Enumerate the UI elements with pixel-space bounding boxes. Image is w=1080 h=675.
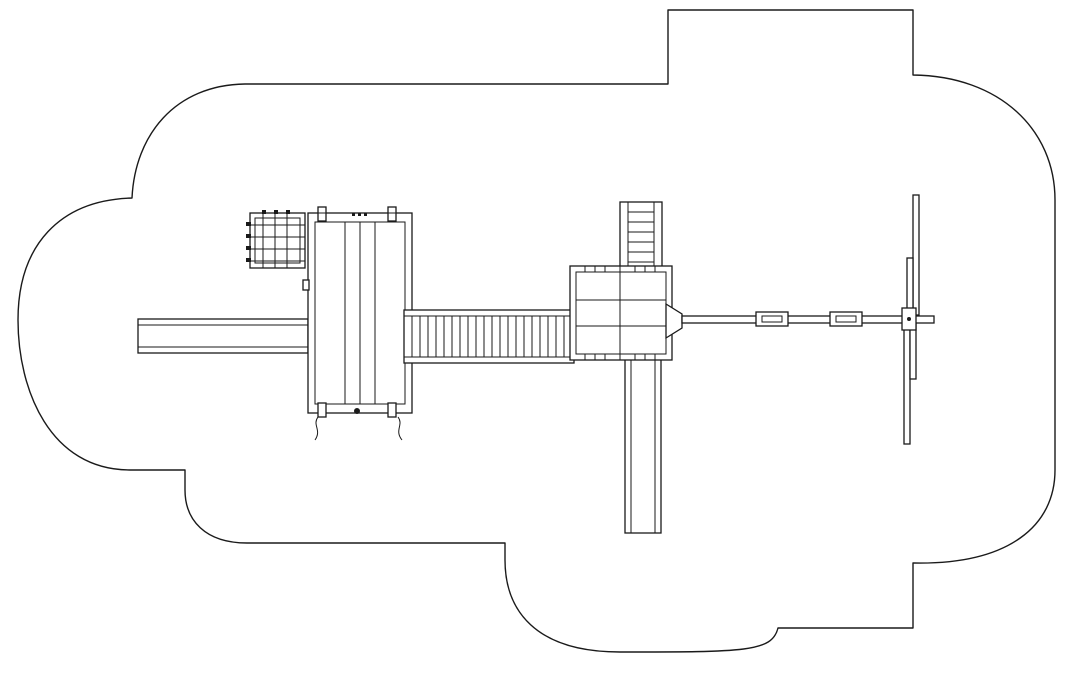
left-tower	[302, 206, 413, 441]
right-tower	[569, 265, 683, 361]
tower-bottom-rail	[584, 354, 656, 360]
ladder-top	[619, 201, 663, 269]
safety-zone-outline	[17, 9, 1056, 653]
slide-bottom	[624, 356, 662, 534]
swing-beam	[681, 311, 935, 327]
tower-top-rail	[584, 266, 656, 272]
connecting-bridge	[403, 309, 575, 364]
swing-a-frame	[901, 194, 920, 445]
left-slide	[137, 318, 309, 354]
climbing-ladder-left	[246, 210, 306, 269]
